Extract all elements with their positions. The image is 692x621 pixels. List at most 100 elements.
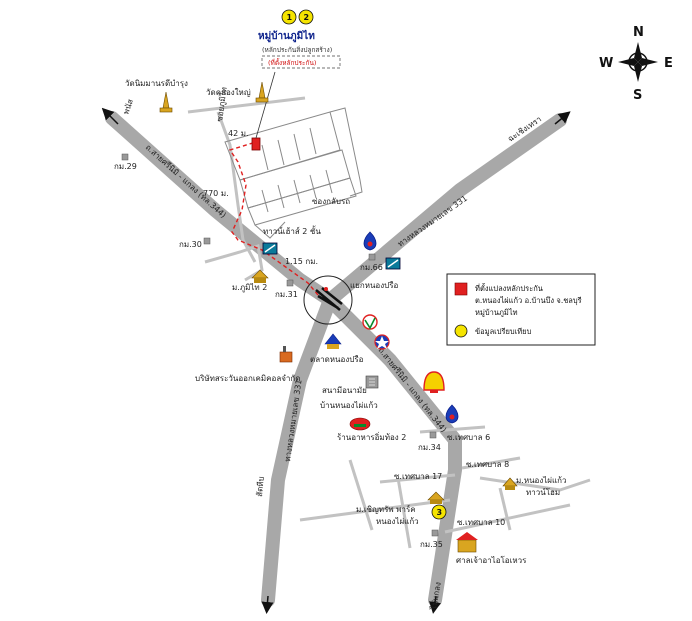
- road-331-south: [261, 293, 337, 607]
- road-west-branch: [204, 244, 264, 282]
- label-soi-6: ซ.เทศบาล 6: [447, 433, 490, 442]
- comparison-point-3-label: 3: [437, 508, 443, 517]
- km-post-icon: [429, 431, 437, 439]
- km-post-icon: [121, 153, 129, 161]
- label-junction: แยกหนองปรือ: [350, 281, 399, 290]
- km-post-icon: [368, 253, 376, 261]
- compass-w: W: [599, 56, 613, 71]
- label-soi-10: ซ.เทศบาล 10: [457, 518, 505, 527]
- label-restaurant: ร้านอาหารอิ่มท้อง 2: [337, 431, 406, 442]
- label-wat-nimman: วัดนิมมานรดีบำรุง: [125, 79, 188, 88]
- compass-e: E: [664, 56, 673, 71]
- label-shrine: ศาลเจ้าอาไอโอเหวร: [456, 555, 527, 565]
- temple-icon: [324, 333, 342, 349]
- badge-1-label: 1: [287, 13, 293, 22]
- soi-branch-b: [396, 477, 412, 549]
- soi-branch-c: [498, 487, 512, 531]
- route-to-property: [228, 141, 319, 296]
- km-post-icon: [431, 529, 439, 537]
- arrow-nw: [101, 107, 119, 125]
- label-company: บริษัทสระวันออกเคมิคอลจำกัด: [195, 374, 300, 383]
- restaurant-icon: [349, 417, 371, 431]
- km-post-icon: [286, 279, 294, 287]
- label-km31: กม.31: [275, 290, 298, 299]
- location-box: [261, 55, 341, 69]
- title-block: 1 2 หมู่บ้านภูมิไท (หลักประกันสิ่งปลูกสร…: [258, 9, 341, 69]
- temple-icon: [255, 81, 269, 103]
- legend-red-line2: ต.หนองไผ่แก้ว อ.บ้านบึง จ.ชลบุรี: [475, 296, 582, 305]
- title-subtitle: (หลักประกันสิ่งปลูกสร้าง): [262, 45, 332, 54]
- page-title: หมู่บ้านภูมิไท: [258, 29, 315, 43]
- legend-yellow-swatch: [454, 324, 468, 338]
- label-to-sattahip: สัตหีบ: [255, 476, 266, 497]
- badge-1: [281, 9, 297, 25]
- label-km35: กม.35: [420, 540, 443, 549]
- label-dist-770m: 770 ม.: [203, 189, 229, 198]
- secondary-roads: [187, 96, 591, 549]
- legend-box: [446, 273, 596, 346]
- label-uturn: ซ่องกลับรถ: [312, 197, 350, 206]
- badge-2: [298, 9, 314, 25]
- label-moo-hnong1: ม.หนองไผ่แก้ว: [516, 476, 566, 485]
- legend-red-line3: หมู่บ้านภูมิไท: [475, 308, 518, 317]
- estate-blocks: [224, 107, 363, 239]
- label-km29: กม.29: [114, 162, 137, 171]
- legend-red-line1: ที่ตั้งแปลงหลักประกัน: [475, 283, 543, 293]
- bank-icon: [385, 257, 401, 270]
- legend: ที่ตั้งแปลงหลักประกัน ต.หนองไผ่แก้ว อ.บ้…: [446, 273, 596, 346]
- label-soi-17: ซ.เทศบาล 17: [394, 472, 442, 481]
- badge-2-label: 2: [304, 13, 310, 22]
- shell-logo-icon: [423, 371, 445, 393]
- label-market: ตลาดหนองปรือ: [310, 355, 364, 364]
- label-km30: กม.30: [179, 240, 202, 249]
- comparison-point-3: [431, 504, 447, 520]
- soi-6: [419, 425, 486, 434]
- location-box-label: (ที่ตั้งหลักประกัน): [268, 58, 316, 67]
- label-to-panat: พนัส: [121, 98, 135, 116]
- label-km66: กม.66: [360, 263, 383, 272]
- shrine-icon: [456, 532, 478, 553]
- label-moo-phumthai2: ม.ภูมิไท 2: [232, 283, 267, 293]
- label-health1: สนามีอนามัย: [322, 386, 367, 395]
- title-pointer: [255, 71, 276, 139]
- label-townhouse: ทาวน์เฮ้าส์ 2 ชั้น: [263, 225, 321, 236]
- label-chenthon1: ม.เชิญทรัพ พาร์ค: [356, 504, 416, 514]
- arrow-sw: [261, 595, 274, 614]
- caltex-logo-icon: [362, 314, 378, 330]
- label-dist-42m: 42 ม.: [228, 129, 249, 138]
- road-344-south: [323, 293, 462, 607]
- property-marker: [251, 137, 261, 151]
- house-icon: [427, 491, 445, 504]
- bank-icon: [262, 242, 278, 255]
- label-road-331-north: ทางหลวงหมายเลข 331: [396, 194, 469, 249]
- label-dist-115km: 1.15 กม.: [285, 257, 318, 266]
- compass-rose-icon: N S W E: [599, 25, 673, 103]
- caltex-logo-icon: [374, 334, 390, 350]
- legend-yellow-label: ข้อมูลเปรียบเทียบ: [475, 327, 532, 336]
- soi-phumthai: [216, 111, 257, 263]
- temple-icon: [159, 91, 173, 113]
- label-chenthon2: หนองไผ่แก้ว: [376, 517, 419, 526]
- soi-8: [461, 456, 521, 470]
- house-icon: [251, 269, 269, 283]
- soi-17: [379, 473, 456, 484]
- gas-station-icon: [445, 404, 459, 424]
- label-health2: บ้านหนองไผ่แก้ว: [320, 401, 378, 410]
- gas-station-icon: [363, 231, 377, 251]
- road-331-north: [323, 113, 567, 307]
- factory-icon: [279, 346, 293, 363]
- legend-red-swatch: [454, 282, 468, 296]
- label-soi-8: ซ.เทศบาล 8: [466, 460, 509, 469]
- building-icon: [365, 375, 379, 389]
- road-wat-soi: [187, 96, 306, 114]
- arrow-s: [429, 595, 441, 614]
- label-road-344-north: ถ.สายศรีนิมิ - แกลง (ทล.344): [144, 143, 228, 220]
- compass-s: S: [633, 88, 642, 103]
- label-km34: กม.34: [418, 443, 441, 452]
- soi-west-low: [299, 498, 451, 522]
- label-moo-hnong2: ทาวน์โฮม: [526, 487, 560, 497]
- arrow-ne: [554, 111, 571, 125]
- compass-n: N: [633, 25, 644, 40]
- label-wat-khlongyai: วัดคลองใหญ่: [206, 88, 251, 97]
